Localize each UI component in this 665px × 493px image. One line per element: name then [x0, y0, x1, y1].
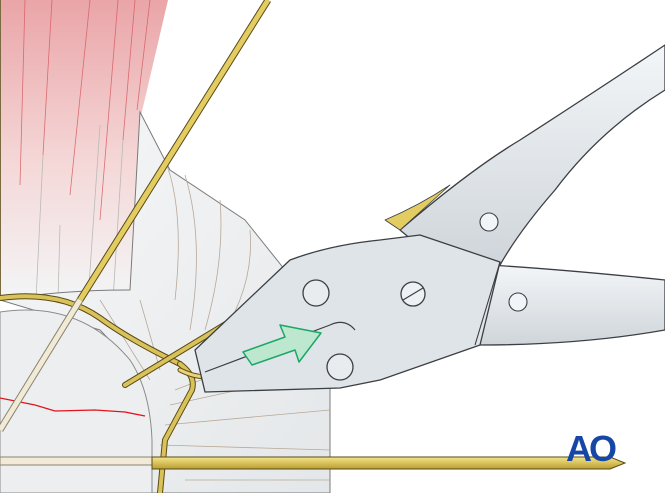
fracture-line [0, 397, 146, 417]
wire-tightening-pliers [194, 44, 665, 393]
kirschner-wire-diagonal [0, 0, 271, 432]
ao-logo: AO [566, 428, 617, 470]
ao-logo-text: AO [566, 428, 617, 469]
direction-arrow [242, 324, 322, 366]
kirschner-wire-horizontal [0, 456, 627, 470]
bone [0, 110, 331, 493]
